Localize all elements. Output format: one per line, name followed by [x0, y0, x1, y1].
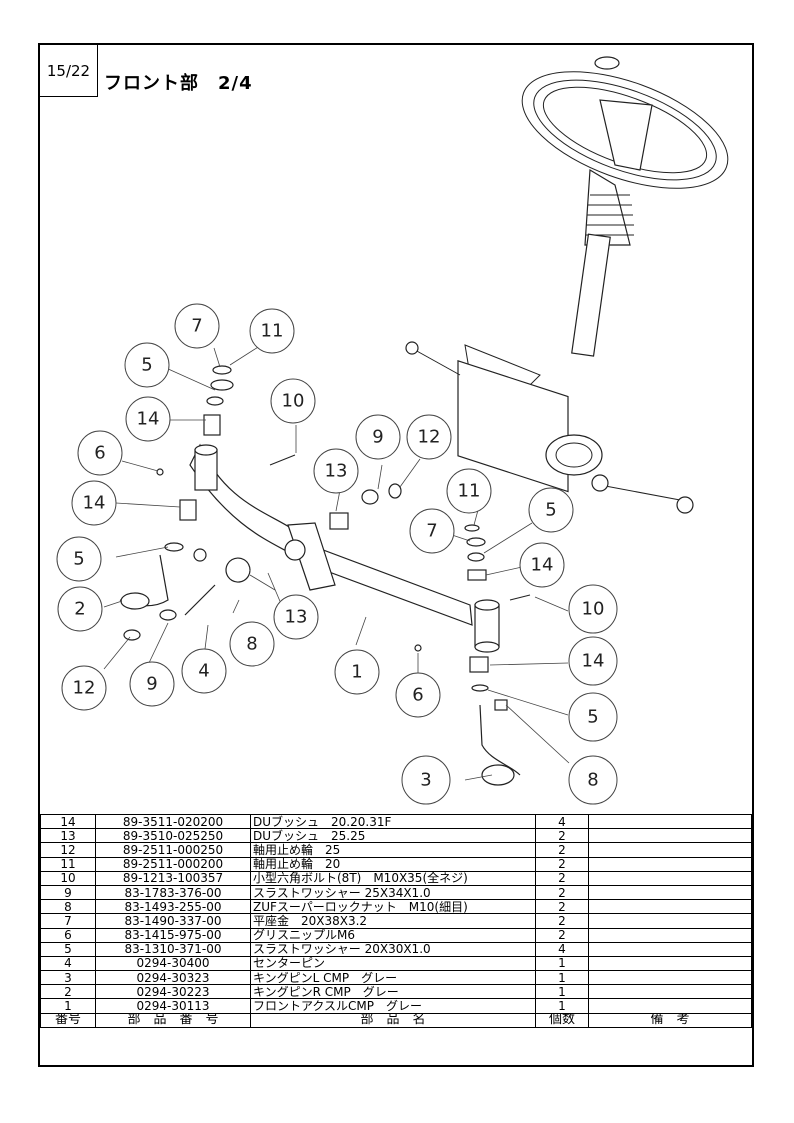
- svg-text:5: 5: [73, 549, 84, 570]
- header-part-name: 部 品 名: [250, 1012, 536, 1028]
- svg-text:12: 12: [73, 678, 96, 699]
- svg-text:5: 5: [587, 707, 598, 728]
- svg-text:7: 7: [426, 521, 437, 542]
- page-title: フロント部 2/4: [104, 73, 253, 94]
- callout-3: 3: [401, 755, 451, 805]
- svg-text:14: 14: [582, 651, 605, 672]
- svg-text:9: 9: [146, 674, 157, 695]
- callout-7: 7: [174, 303, 220, 349]
- callout-2: 2: [57, 586, 103, 632]
- callout-11: 11: [446, 468, 492, 514]
- svg-text:14: 14: [137, 409, 160, 430]
- callout-14: 14: [125, 396, 171, 442]
- callout-13: 13: [313, 448, 359, 494]
- callout-12: 12: [61, 665, 107, 711]
- page-number: 15/22: [40, 45, 98, 97]
- header-part-no: 部 品 番 号: [95, 1012, 251, 1028]
- svg-text:6: 6: [94, 443, 105, 464]
- callout-14: 14: [71, 480, 117, 526]
- callout-5: 5: [568, 692, 618, 742]
- svg-text:11: 11: [261, 321, 284, 342]
- leader-lines: [103, 341, 570, 781]
- exploded-parts-diagram: 7 11 5 10 14 9 12 6 13 11 14 5 7 5 14 2 …: [56, 56, 729, 805]
- callout-10: 10: [568, 584, 618, 634]
- small-parts-drawing: [119, 365, 531, 786]
- callout-11: 11: [249, 308, 295, 354]
- svg-text:10: 10: [282, 391, 305, 412]
- callout-5: 5: [56, 536, 102, 582]
- svg-text:10: 10: [582, 599, 605, 620]
- svg-text:13: 13: [285, 607, 308, 628]
- callout-4: 4: [181, 648, 227, 694]
- svg-text:7: 7: [191, 316, 202, 337]
- steering-wheel-drawing: [405, 56, 729, 514]
- callout-5: 5: [124, 342, 170, 388]
- table-header-row: 番号 部 品 番 号 部 品 名 個数 備 考: [40, 1012, 752, 1028]
- svg-text:13: 13: [325, 461, 348, 482]
- callout-12: 12: [406, 414, 452, 460]
- drawing-frame: 7 11 5 10 14 9 12 6 13 11 14 5 7 5 14 2 …: [38, 43, 754, 1067]
- svg-text:9: 9: [372, 427, 383, 448]
- svg-text:2: 2: [74, 599, 85, 620]
- svg-text:4: 4: [198, 661, 209, 682]
- svg-text:12: 12: [418, 427, 441, 448]
- svg-text:6: 6: [412, 685, 423, 706]
- callout-10: 10: [270, 378, 316, 424]
- header-no: 番号: [40, 1012, 96, 1028]
- callout-1: 1: [334, 649, 380, 695]
- header-qty: 個数: [535, 1012, 589, 1028]
- svg-text:5: 5: [141, 355, 152, 376]
- callout-9: 9: [355, 414, 401, 460]
- callout-5: 5: [528, 487, 574, 533]
- svg-text:11: 11: [458, 481, 481, 502]
- callout-8: 8: [568, 755, 618, 805]
- svg-text:3: 3: [420, 770, 431, 791]
- front-axle-drawing: [189, 443, 500, 653]
- header-remarks: 備 考: [588, 1012, 752, 1028]
- callout-7: 7: [409, 508, 455, 554]
- callout-14: 14: [519, 542, 565, 588]
- callout-6: 6: [77, 430, 123, 476]
- svg-text:5: 5: [545, 500, 556, 521]
- svg-text:14: 14: [531, 555, 554, 576]
- callout-9: 9: [129, 661, 175, 707]
- callout-14: 14: [568, 636, 618, 686]
- callout-6: 6: [395, 672, 441, 718]
- svg-text:14: 14: [83, 493, 106, 514]
- svg-text:8: 8: [587, 770, 598, 791]
- svg-text:8: 8: [246, 634, 257, 655]
- callout-8: 8: [229, 621, 275, 667]
- svg-text:1: 1: [351, 662, 362, 683]
- callout-13: 13: [273, 594, 319, 640]
